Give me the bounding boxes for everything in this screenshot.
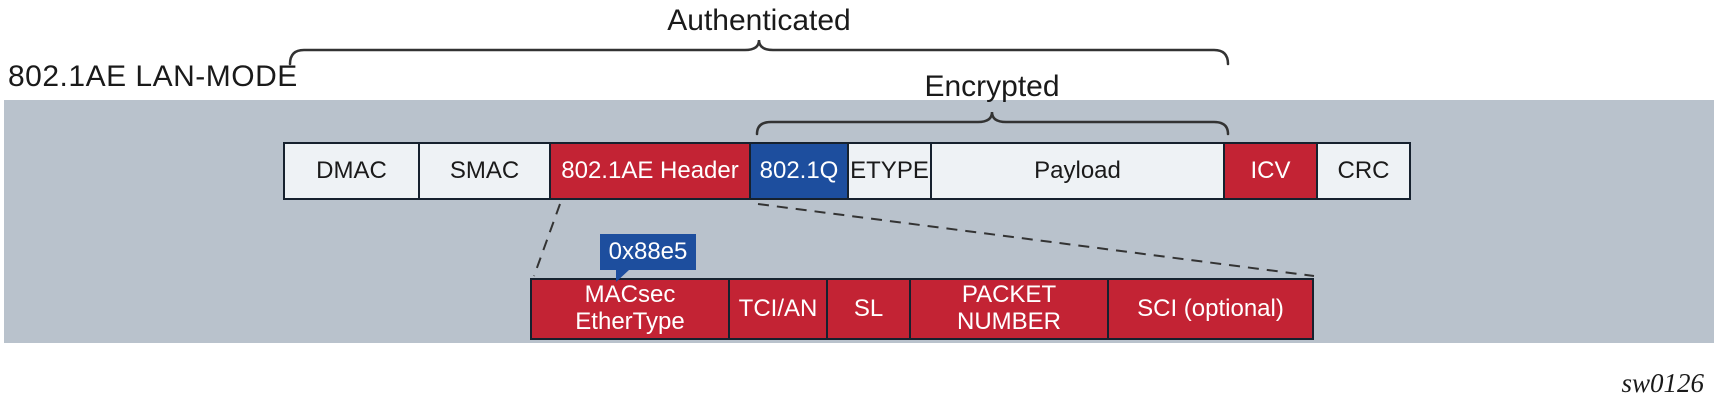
field-tci-an: TCI/AN bbox=[728, 278, 828, 340]
encrypted-label: Encrypted bbox=[924, 70, 1060, 103]
field-dmac: DMAC bbox=[283, 142, 420, 200]
page-title: 802.1AE LAN-MODE bbox=[8, 60, 298, 93]
authenticated-label: Authenticated bbox=[667, 4, 851, 37]
field-crc: CRC bbox=[1316, 142, 1411, 200]
field-sl: SL bbox=[826, 278, 911, 340]
field-sci-optional: SCI (optional) bbox=[1107, 278, 1314, 340]
figure-id: sw0126 bbox=[1621, 368, 1704, 398]
field-8021ae-header: 802.1AE Header bbox=[549, 142, 751, 200]
frame-row: DMAC SMAC 802.1AE Header 802.1Q ETYPE Pa… bbox=[283, 142, 1411, 200]
authenticated-brace bbox=[288, 39, 1230, 66]
badge-pointer bbox=[616, 270, 629, 282]
macsec-header-row: MACsec EtherType TCI/AN SL PACKET NUMBER… bbox=[530, 278, 1314, 340]
field-8021q: 802.1Q bbox=[749, 142, 849, 200]
field-icv: ICV bbox=[1223, 142, 1318, 200]
field-smac: SMAC bbox=[418, 142, 551, 200]
field-macsec-ethertype: MACsec EtherType bbox=[530, 278, 730, 340]
ethertype-badge: 0x88e5 bbox=[600, 234, 696, 282]
field-etype: ETYPE bbox=[847, 142, 932, 200]
ethertype-badge-label: 0x88e5 bbox=[608, 238, 688, 265]
field-payload: Payload bbox=[930, 142, 1225, 200]
field-packet-number: PACKET NUMBER bbox=[909, 278, 1109, 340]
